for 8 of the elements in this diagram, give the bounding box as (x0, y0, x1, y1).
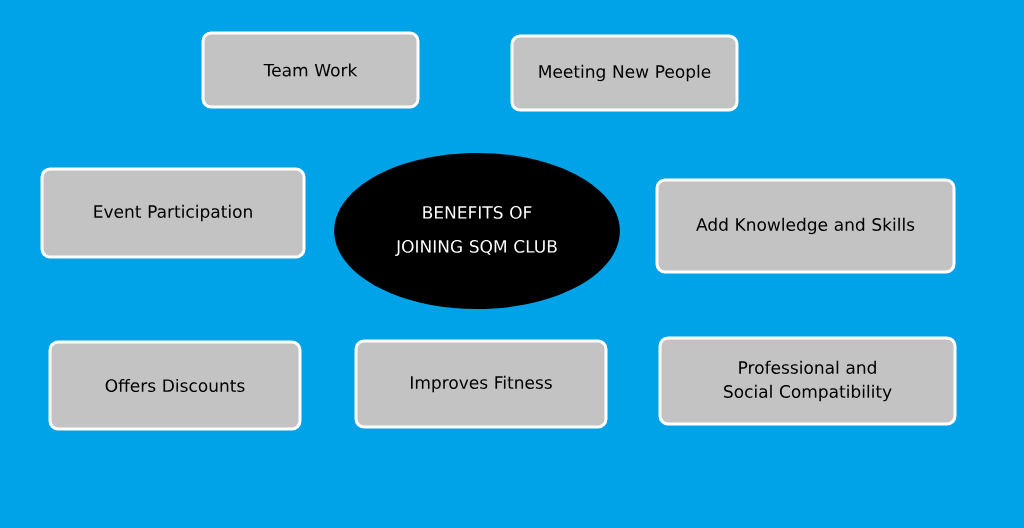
benefit-box: Add Knowledge and Skills (655, 178, 956, 274)
benefit-box: Meeting New People (510, 34, 739, 112)
benefit-box: Improves Fitness (354, 339, 608, 429)
benefit-box: Offers Discounts (48, 340, 302, 431)
benefit-box: Event Participation (40, 167, 306, 259)
oval: BENEFITS OF JOINING SQM CLUB (334, 153, 620, 309)
benefit-box: Professional and Social Compatibility (658, 336, 957, 426)
benefit-box: Team Work (201, 31, 420, 109)
